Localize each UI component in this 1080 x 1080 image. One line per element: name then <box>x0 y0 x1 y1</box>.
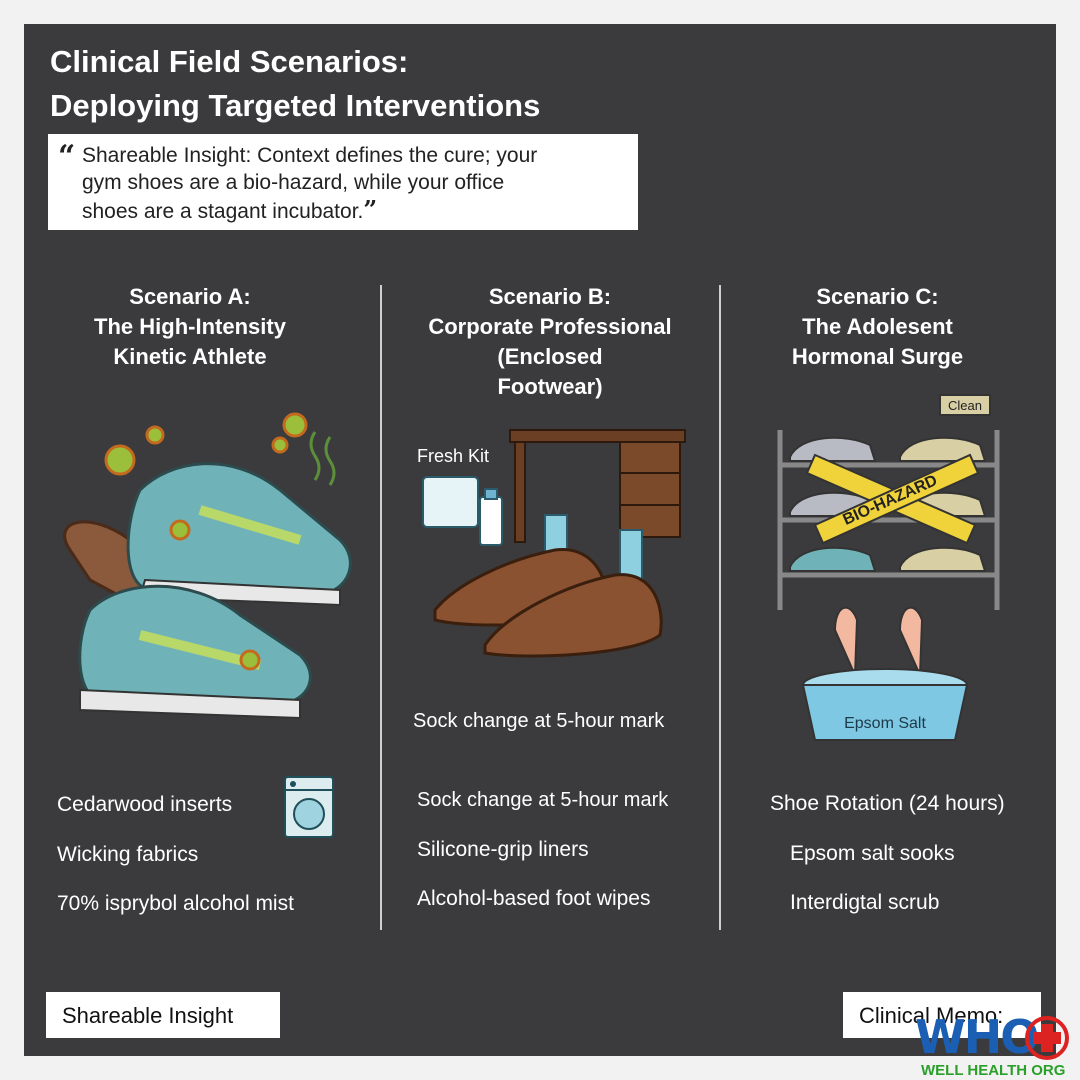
athlete-sneakers-illustration <box>63 412 352 720</box>
office-shoes-illustration <box>422 429 686 658</box>
list-item: Interdigtal scrub <box>790 891 940 914</box>
list-item: 70% isprybol alcohol mist <box>57 892 294 915</box>
scenario-b-title-1: Corporate Professional <box>428 314 672 339</box>
scenario-a-title-2: Kinetic Athlete <box>113 344 267 369</box>
shareable-insight-box: Shareable Insight <box>46 992 280 1038</box>
open-quote-icon: “ <box>58 139 76 174</box>
odor-wave-icon <box>309 431 336 486</box>
scenario-b-title-3: Footwear) <box>497 374 603 399</box>
list-item: Shoe Rotation (24 hours) <box>770 792 1005 815</box>
desk-icon <box>509 429 686 543</box>
hygiene-kit-icon <box>422 476 503 546</box>
quote-line-3: shoes are a stagant incubator. <box>82 200 364 223</box>
washing-machine-icon <box>284 776 334 838</box>
medical-cross-icon <box>1025 1016 1069 1060</box>
list-item: Cedarwood inserts <box>57 793 233 816</box>
close-quote-icon: ” <box>363 195 378 224</box>
title-line-2: Deploying Targeted Interventions <box>50 88 541 123</box>
column-divider <box>719 285 721 930</box>
list-item: Alcohol-based foot wipes <box>417 887 651 910</box>
clean-tag-label: Clean <box>948 398 982 413</box>
quote-line-2: gym shoes are a bio-hazard, while your o… <box>82 171 505 194</box>
scenario-b-label: Scenario B: <box>488 284 612 309</box>
scenario-c-label: Scenario C: <box>816 284 939 309</box>
foot-bath-icon: Epsom Salt <box>801 606 969 741</box>
list-item: Epsom salt sooks <box>790 842 955 865</box>
logo-subtitle: WELL HEALTH ORG <box>921 1062 1066 1079</box>
scenario-c-heading: Scenario C: The Adolesent Hormonal Surge <box>745 282 1010 372</box>
column-divider <box>380 285 382 930</box>
scenario-a-title-1: The High-Intensity <box>94 314 286 339</box>
quote-line-1: Shareable Insight: Context defines the c… <box>82 144 538 167</box>
scenario-c-title-2: Hormonal Surge <box>791 344 964 369</box>
scenario-b-title-2: (Enclosed <box>497 344 603 369</box>
title-line-1: Clinical Field Scenarios: <box>50 44 409 79</box>
sneaker-icon <box>78 584 312 720</box>
scenario-a-label: Scenario A: <box>129 284 251 309</box>
epsom-salt-label: Epsom Salt <box>844 715 926 732</box>
clean-tag-icon: Clean <box>939 394 991 416</box>
scenario-a-heading: Scenario A: The High-Intensity Kinetic A… <box>60 282 320 372</box>
leather-shoe-icon <box>433 547 663 658</box>
list-item: Silicone-grip liners <box>417 838 589 861</box>
page-title: Clinical Field Scenarios: Deploying Targ… <box>50 40 540 128</box>
shoe-rack-illustration: BIO-HAZARD Clean Epsom Salt <box>777 394 1000 741</box>
insight-quote-text: Shareable Insight: Context defines the c… <box>82 142 626 225</box>
well-health-logo: WHO WELL HEALTH ORG <box>915 1010 1075 1080</box>
scenario-b-heading: Scenario B: Corporate Professional (Encl… <box>405 282 695 402</box>
sock-change-note: Sock change at 5-hour mark <box>413 710 665 732</box>
clinical-memo-box: Clinical Memo: <box>843 992 1041 1038</box>
germ-icon <box>104 412 308 671</box>
rack-sneaker-icon <box>789 436 987 572</box>
insight-quote-box: “ Shareable Insight: Context defines the… <box>48 134 638 230</box>
list-item: Wicking fabrics <box>57 843 199 866</box>
list-item: Sock change at 5-hour mark <box>417 789 669 811</box>
scenario-c-title-1: The Adolesent <box>802 314 953 339</box>
sneaker-icon <box>126 462 352 607</box>
fresh-kit-label: Fresh Kit <box>417 446 490 466</box>
logo-wordmark: WHO <box>915 1010 1039 1064</box>
